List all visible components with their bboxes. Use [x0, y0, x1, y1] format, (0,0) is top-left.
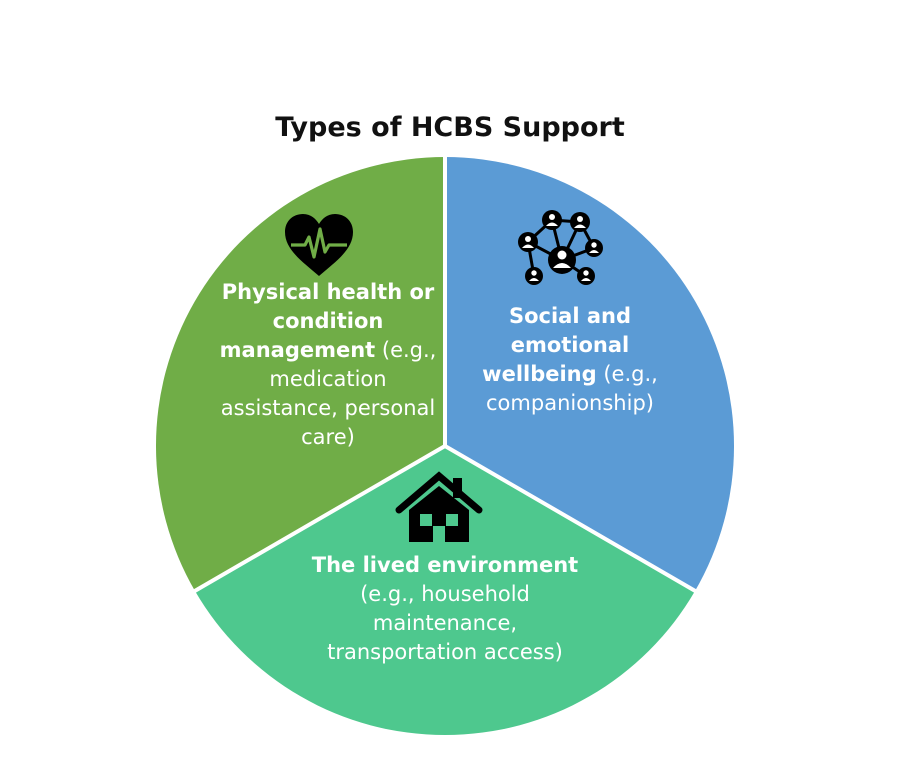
social-wellbeing-examples: (e.g., companionship)	[486, 362, 658, 415]
physical-health-examples: (e.g., medication assistance, personal c…	[220, 338, 437, 449]
physical-health-label: Physical health or condition management	[219, 280, 435, 362]
segment-physical-health	[155, 157, 445, 591]
lived-environment-text: The lived environment (e.g., household m…	[300, 551, 590, 667]
segment-lived-environment	[195, 446, 695, 736]
divider-right	[443, 444, 699, 594]
people-network-icon	[518, 210, 603, 285]
house-icon	[395, 471, 483, 542]
segment-social-wellbeing	[445, 157, 735, 591]
divider-left	[191, 444, 447, 594]
physical-health-text: Physical health or condition management …	[218, 278, 438, 452]
diagram-title: Types of HCBS Support	[275, 112, 625, 143]
lived-environment-examples: (e.g., household maintenance, transporta…	[327, 582, 563, 664]
social-wellbeing-text: Social and emotional wellbeing (e.g., co…	[472, 302, 668, 418]
social-wellbeing-label: Social and emotional wellbeing	[482, 304, 632, 386]
heart-pulse-icon	[285, 214, 353, 276]
lived-environment-label: The lived environment	[311, 553, 579, 577]
